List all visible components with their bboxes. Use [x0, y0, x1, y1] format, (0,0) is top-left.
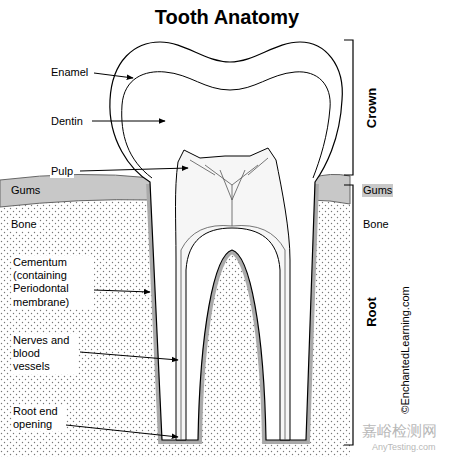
part-label: Cementum (containing Periodontal membran… [12, 256, 94, 309]
copyright-note: ©EnchantedLearning.com [399, 286, 412, 413]
part-label: Nerves and blood vessels [12, 334, 78, 374]
leader-line [94, 73, 133, 78]
part-label: Bone [10, 218, 38, 231]
leader-line [80, 352, 178, 360]
part-label: Root end opening [12, 405, 66, 431]
leader-lines [66, 73, 188, 437]
gum-left [0, 174, 154, 207]
crown-bracket [344, 40, 353, 175]
cementum-layer [110, 184, 342, 440]
leader-line [94, 290, 150, 292]
root-bracket [344, 185, 353, 445]
part-label: Gums [362, 184, 393, 197]
part-label: Pulp [50, 165, 74, 178]
watermark: AnyTesting.com [372, 442, 436, 453]
part-label: Bone [362, 218, 390, 231]
diagram-title: Tooth Anatomy [0, 5, 454, 29]
part-label: Dentin [50, 115, 84, 128]
tooth-outline [110, 42, 342, 440]
watermark: 嘉峪检测网 [362, 422, 437, 440]
part-label: Gums [10, 184, 41, 197]
leader-line [80, 168, 188, 171]
leader-line [92, 121, 165, 122]
pulp-chamber [176, 148, 291, 440]
nerve-lines [181, 158, 285, 440]
leader-line [66, 425, 178, 437]
section-label: Crown [364, 88, 380, 128]
section-label: Root [364, 297, 380, 327]
part-label: Enamel [50, 66, 89, 79]
